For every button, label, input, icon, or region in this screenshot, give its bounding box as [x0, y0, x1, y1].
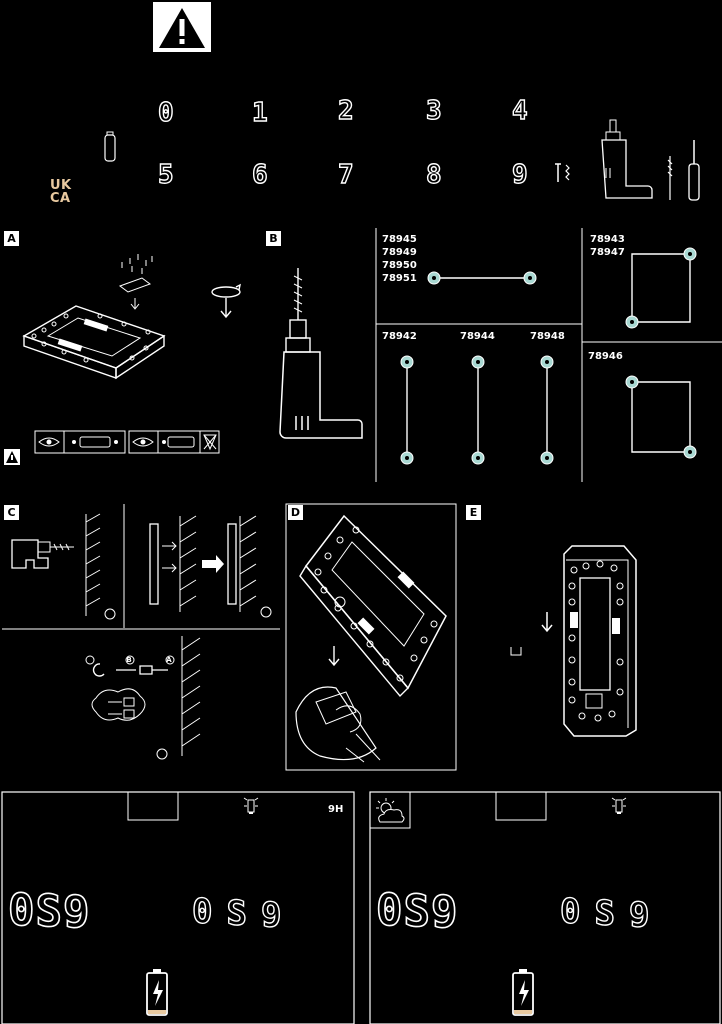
plate-and-screws-illustration [22, 254, 166, 380]
house-number-small-right: 0S9 [559, 891, 664, 938]
bracket-icon [510, 647, 522, 656]
digit-2: 2 [337, 95, 354, 126]
rotate-arrow-icon [211, 283, 241, 319]
spacing-grid [375, 228, 722, 482]
hole-spacing-diagrams [400, 247, 697, 465]
digit-0: 0 [157, 97, 174, 128]
digit-9: 9 [511, 159, 528, 190]
panel-left-frame [1, 791, 355, 1024]
down-arrow-icon [541, 612, 553, 633]
digit-5: 5 [157, 159, 174, 190]
digit-4: 4 [511, 95, 528, 126]
code-78949: 78949 [382, 247, 417, 258]
section-c-frame [2, 504, 280, 630]
screwdriver-icon [688, 140, 700, 201]
wall-drilling-illustration [11, 513, 116, 620]
step-label-e: E [466, 505, 481, 520]
screws-icon [555, 163, 570, 182]
screw-anchor-illustration [85, 636, 201, 760]
ukca-line1: UK [50, 178, 72, 193]
digit-1: 1 [251, 97, 268, 128]
anchor-insert-illustration [149, 515, 272, 618]
marker-a: A [166, 656, 172, 664]
drill-vertical-illustration [279, 268, 363, 439]
lamp-icon-left [243, 797, 259, 814]
battery-icon [104, 131, 116, 162]
hours-label: 9H [328, 804, 344, 815]
step-label-d: D [288, 505, 303, 520]
code-78945: 78945 [382, 234, 417, 245]
code-78947: 78947 [590, 247, 625, 258]
digit-8: 8 [425, 159, 442, 190]
ukca-line2: CA [50, 191, 71, 206]
lamp-icon-right [611, 797, 627, 814]
code-78948: 78948 [530, 331, 565, 342]
house-number-small-left: 0S9 [191, 891, 296, 938]
label-placement-strip [34, 430, 220, 454]
code-group-2: 78943 78947 [590, 233, 625, 259]
digit-7: 7 [337, 159, 354, 190]
step-label-b: B [266, 231, 281, 246]
digit-6: 6 [251, 159, 268, 190]
warning-icon [153, 2, 211, 52]
house-number-large-left: 0S9 [7, 884, 91, 939]
digit-3: 3 [425, 95, 442, 126]
step-label-a: A [4, 231, 19, 246]
cloudy-weather-icon [376, 798, 405, 823]
house-number-large-right: 0S9 [375, 884, 459, 939]
drill-icon [601, 119, 653, 199]
code-78943: 78943 [590, 234, 625, 245]
battery-charging-icon-right [512, 969, 534, 1016]
battery-charging-icon-left [146, 969, 168, 1016]
code-group-1: 78945 78949 78950 78951 [382, 233, 417, 285]
small-warning-icon [4, 449, 20, 465]
drill-bit-icon [667, 156, 673, 200]
marker-b: B [126, 656, 132, 664]
mounted-plate-illustration [563, 545, 637, 737]
section-d-frame [285, 503, 457, 771]
step-label-c: C [4, 505, 19, 520]
code-78942: 78942 [382, 331, 417, 342]
code-78946: 78946 [588, 351, 623, 362]
panel-right-frame [369, 791, 721, 1024]
mount-plate-illustration [295, 514, 447, 763]
code-78951: 78951 [382, 273, 417, 284]
code-78944: 78944 [460, 331, 495, 342]
ukca-mark: UK CA [50, 179, 72, 205]
marker-c: C [86, 656, 92, 664]
code-78950: 78950 [382, 260, 417, 271]
